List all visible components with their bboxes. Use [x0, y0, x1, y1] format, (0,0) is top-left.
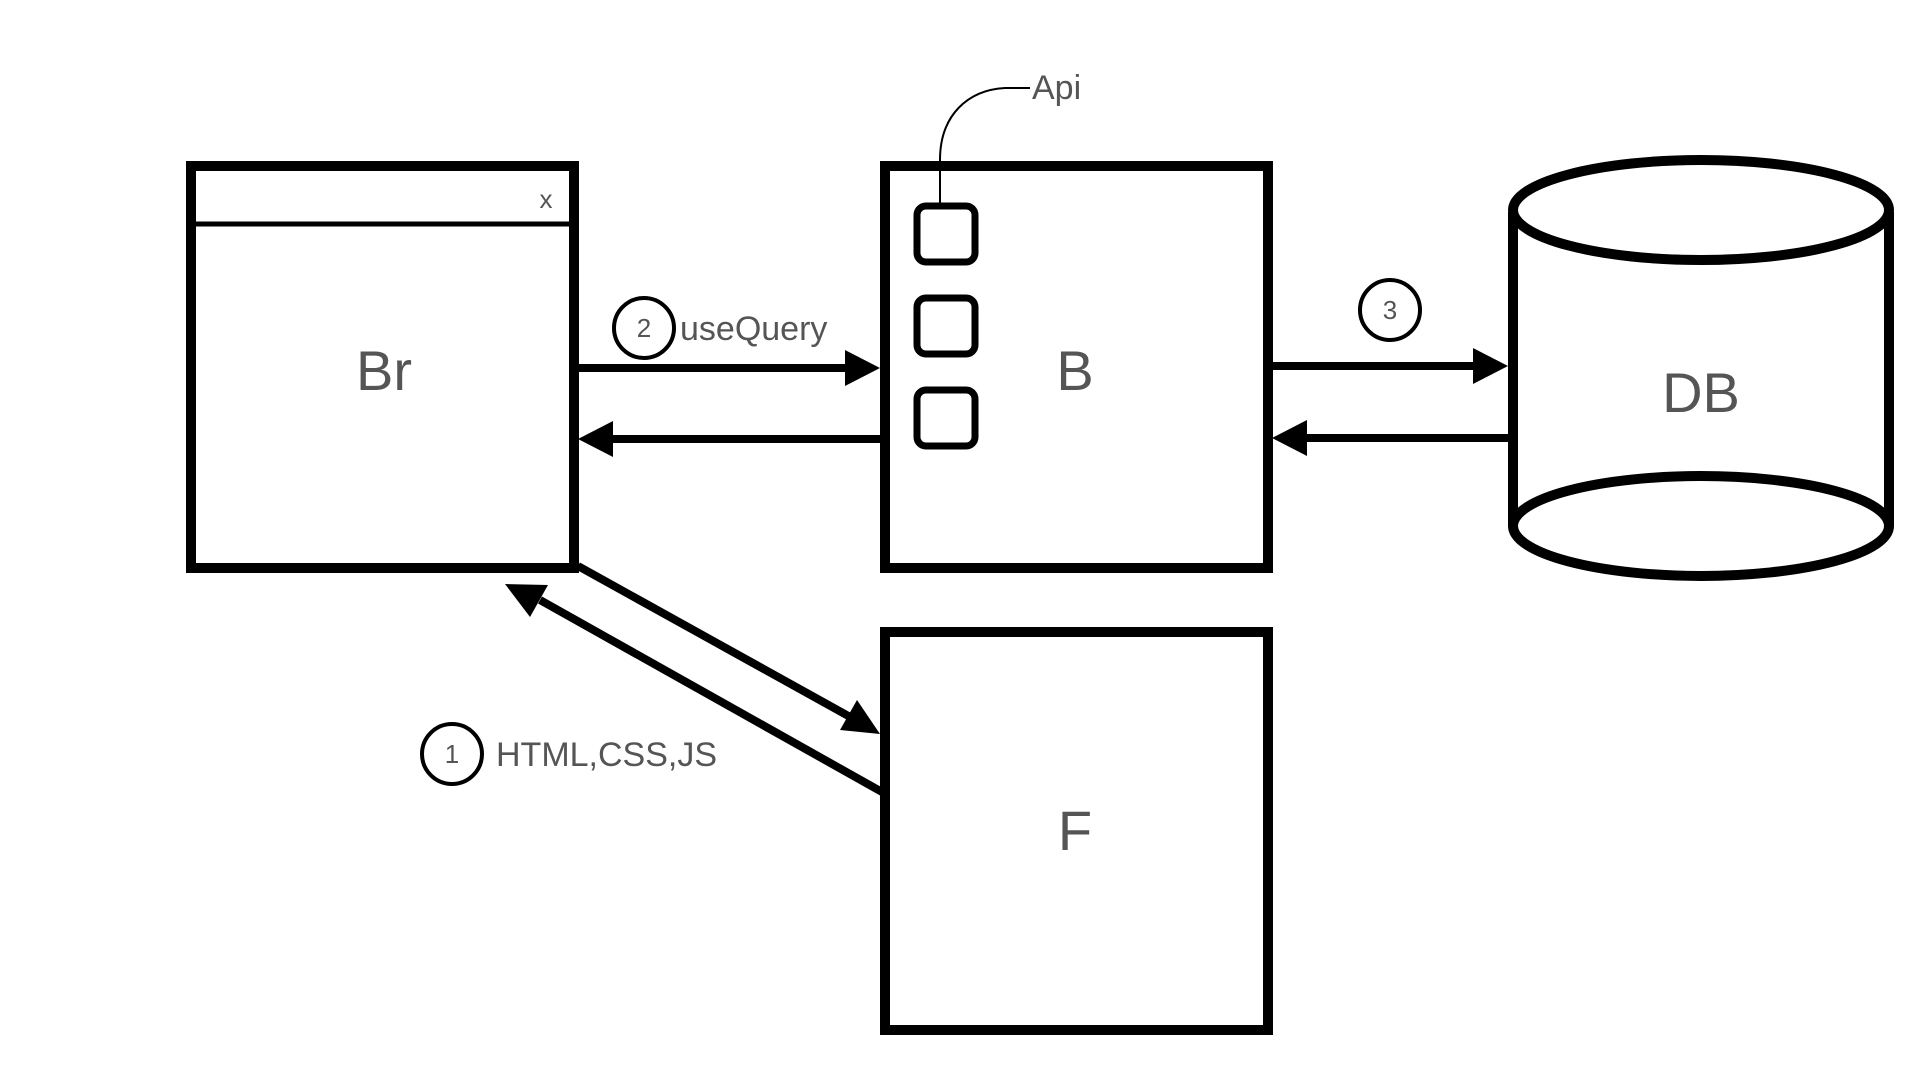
api-callout: Api — [939, 69, 1081, 206]
api-label: Api — [1032, 69, 1081, 107]
database-to-backend-arrow — [1272, 420, 1508, 456]
browser-node[interactable]: x Br — [186, 161, 579, 573]
step-2-label: useQuery — [680, 310, 827, 348]
browser-frame — [186, 161, 579, 573]
step-1-badge: 1 — [420, 722, 484, 786]
step-3-badge: 3 — [1358, 278, 1422, 342]
database-top — [1508, 155, 1894, 265]
browser-to-frontend-arrow — [576, 562, 880, 734]
database-bottom-rim — [1508, 471, 1894, 527]
database-body — [1508, 212, 1894, 581]
browser-close-icon[interactable]: x — [540, 184, 553, 214]
step-2-number: 2 — [637, 313, 651, 343]
step-2-badge: 2 — [612, 296, 676, 360]
frontend-to-browser-arrow — [505, 584, 884, 796]
step-1-number: 1 — [445, 739, 459, 769]
api-callout-leader — [939, 87, 1030, 206]
database-node[interactable]: DB — [1508, 155, 1894, 581]
step-3-number: 3 — [1383, 295, 1397, 325]
backend-frame — [880, 161, 1273, 573]
frontend-label: F — [1058, 799, 1092, 862]
api-endpoint-3[interactable] — [913, 386, 979, 450]
backend-to-database-arrow — [1272, 348, 1508, 384]
backend-label: B — [1056, 339, 1093, 402]
backend-to-browser-arrow — [578, 421, 882, 457]
database-label: DB — [1662, 361, 1740, 424]
step-1-label: HTML,CSS,JS — [496, 736, 717, 774]
api-endpoint-2[interactable] — [913, 294, 979, 358]
browser-label: Br — [356, 339, 412, 402]
frontend-node[interactable]: F — [880, 627, 1273, 1035]
frontend-frame — [880, 627, 1273, 1035]
backend-node[interactable]: B — [880, 161, 1273, 573]
browser-to-backend-arrow — [578, 350, 880, 386]
api-endpoint-1[interactable] — [913, 202, 979, 266]
